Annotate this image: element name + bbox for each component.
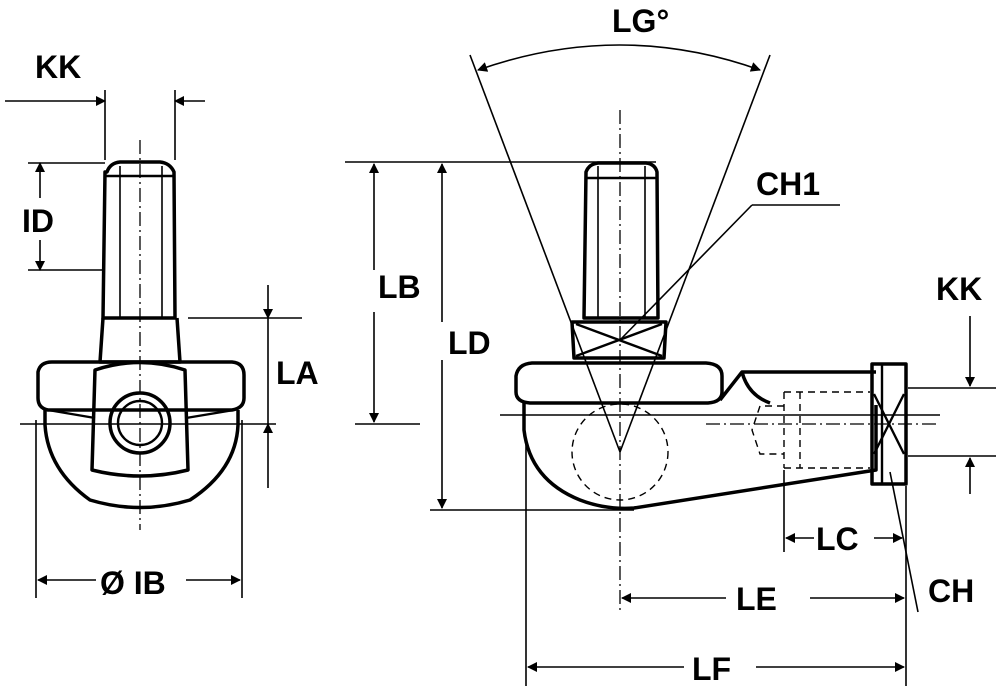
- kk-right-label: KK: [936, 271, 982, 307]
- side-view: LG° CH1 LB LD KK: [345, 3, 996, 687]
- lf-dimension: LF: [525, 440, 905, 687]
- side-housing: [514, 361, 908, 511]
- lc-label: LC: [816, 521, 859, 557]
- la-label: LA: [276, 355, 319, 391]
- lf-label: LF: [692, 651, 731, 687]
- ld-dimension: LD: [430, 163, 634, 511]
- kk-left-label: KK: [35, 49, 81, 85]
- lc-dimension: LC: [783, 470, 903, 557]
- ch-label: CH: [928, 573, 974, 609]
- lg-label: LG°: [612, 3, 669, 39]
- ld-label: LD: [448, 325, 491, 361]
- id-dimension: ID: [22, 162, 105, 271]
- ib-dimension: Ø IB: [35, 420, 243, 601]
- la-dimension: LA: [188, 285, 319, 488]
- lg-angle-dimension: LG°: [469, 3, 771, 453]
- lb-label: LB: [378, 269, 421, 305]
- side-threaded-stud: [570, 161, 668, 360]
- ch-leader: CH: [889, 471, 974, 613]
- kk-right-dimension: KK: [908, 271, 996, 494]
- lb-dimension: LB: [345, 161, 656, 425]
- front-view: KK ID LA Ø IB: [5, 49, 319, 601]
- front-housing: [36, 360, 246, 510]
- ch1-label: CH1: [756, 166, 820, 202]
- id-label: ID: [22, 203, 54, 239]
- le-dimension: LE: [621, 486, 907, 686]
- ib-label: Ø IB: [100, 565, 166, 601]
- kk-left-dimension: KK: [5, 49, 205, 160]
- ch1-leader: CH1: [619, 166, 840, 341]
- le-label: LE: [736, 581, 777, 617]
